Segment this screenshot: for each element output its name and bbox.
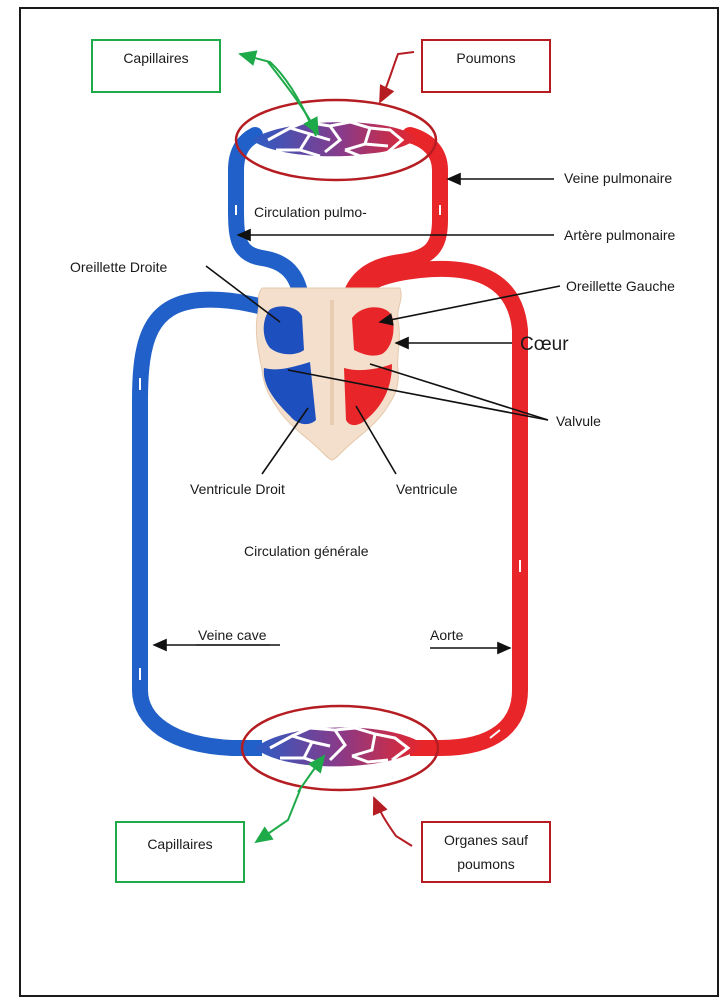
capillaires-bottom-box xyxy=(116,822,244,882)
organes-box xyxy=(422,822,550,882)
capillaires-top-box xyxy=(92,40,220,92)
label-circulation-generale: Circulation générale xyxy=(244,543,369,559)
label-ventricule-droit: Ventricule Droit xyxy=(190,481,285,497)
left-atrium xyxy=(352,307,394,355)
label-poumons: Poumons xyxy=(456,50,515,66)
label-oreillette-gauche: Oreillette Gauche xyxy=(566,278,675,294)
label-veine-pulmonaire: Veine pulmonaire xyxy=(564,170,672,186)
label-ventricule: Ventricule xyxy=(396,481,458,497)
label-coeur: Cœur xyxy=(520,334,569,355)
label-organes-line2: poumons xyxy=(457,856,515,872)
poumons-box xyxy=(422,40,550,92)
label-artere-pulmonaire: Artère pulmonaire xyxy=(564,227,675,243)
label-capillaires-bottom: Capillaires xyxy=(147,836,212,852)
label-valvule: Valvule xyxy=(556,413,601,429)
label-aorte: Aorte xyxy=(430,627,464,643)
label-organes-line1: Organes sauf xyxy=(444,832,528,848)
label-circulation-pulmo: Circulation pulmo- xyxy=(254,204,367,220)
label-veine-cave: Veine cave xyxy=(198,627,267,643)
label-capillaires-top: Capillaires xyxy=(123,50,188,66)
label-oreillette-droite: Oreillette Droite xyxy=(70,259,167,275)
